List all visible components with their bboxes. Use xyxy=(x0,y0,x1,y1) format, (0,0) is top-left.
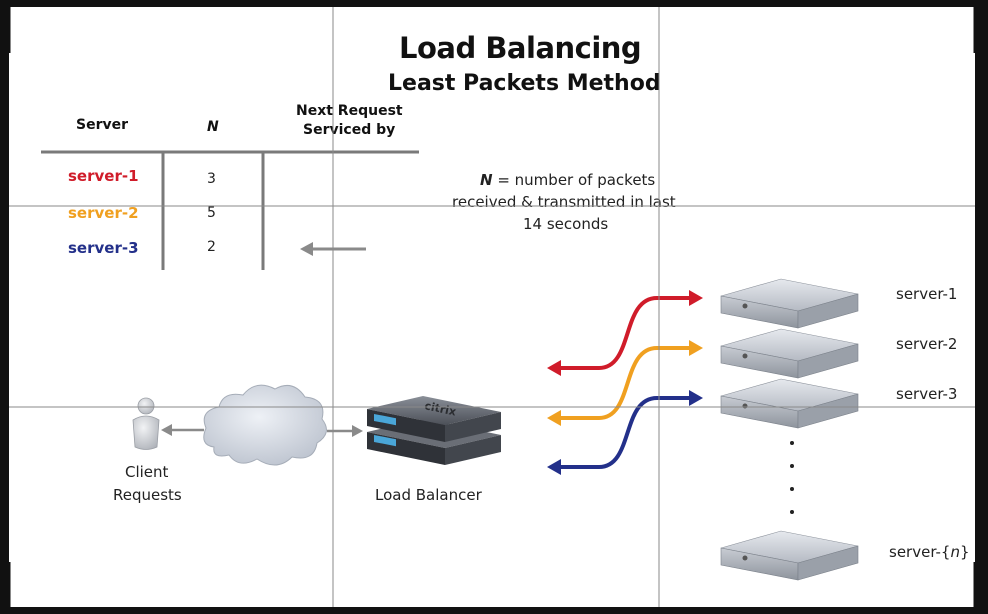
server-n-device xyxy=(720,530,859,581)
internet-cloud-icon xyxy=(203,384,327,466)
client-cloud-arrow xyxy=(161,424,204,436)
server-label-n: server-{n} xyxy=(889,543,970,561)
definition-line-3: 14 seconds xyxy=(523,215,609,233)
server-2-device xyxy=(720,328,859,379)
load-balancer-label: Load Balancer xyxy=(375,486,482,504)
diagram-subtitle: Least Packets Method xyxy=(388,71,661,96)
table-header-next-2: Serviced by xyxy=(303,122,396,138)
table-row-server-3-n: 2 xyxy=(207,239,216,255)
server-ellipsis-dots xyxy=(790,441,794,514)
table-header-server: Server xyxy=(76,117,129,133)
load-balancer-device: citrix xyxy=(367,396,501,465)
server-1-arrow xyxy=(547,290,703,376)
definition-line-1: N = number of packets xyxy=(480,171,655,189)
definition-line-1-text: = number of packets xyxy=(492,171,656,189)
definition-symbol: N xyxy=(480,171,493,189)
server-label-n-var: n xyxy=(950,543,960,561)
table-row-server-3-name: server-3 xyxy=(68,239,139,257)
server-3-device xyxy=(720,378,859,429)
server-3-arrow xyxy=(547,390,703,475)
server-label-3: server-3 xyxy=(896,385,958,403)
crop-guide-lines xyxy=(9,7,975,607)
server-label-1: server-1 xyxy=(896,285,958,303)
client-person-icon xyxy=(132,397,160,450)
server-1-device xyxy=(720,278,859,329)
next-request-arrow xyxy=(300,242,366,256)
citrix-logo: citrix xyxy=(423,399,457,418)
cloud-lb-arrow xyxy=(327,425,363,437)
client-label-2: Requests xyxy=(113,486,182,504)
diagram-title: Load Balancing xyxy=(399,31,642,65)
table-row-server-1-name: server-1 xyxy=(68,167,139,185)
server-label-n-prefix: server-{ xyxy=(889,543,951,561)
table-row-server-2-name: server-2 xyxy=(68,204,139,222)
server-label-2: server-2 xyxy=(896,335,958,353)
server-label-n-suffix: } xyxy=(960,543,970,561)
table-header-next-1: Next Request xyxy=(296,103,403,119)
table-header-n: N xyxy=(207,119,219,135)
diagram-graphics: citrix xyxy=(9,7,975,607)
table-row-server-1-n: 3 xyxy=(207,171,216,187)
client-label-1: Client xyxy=(125,463,169,481)
diagram-canvas: Load Balancing Least Packets Method Serv… xyxy=(9,7,975,607)
server-2-arrow xyxy=(547,340,703,426)
table-row-server-2-n: 5 xyxy=(207,205,216,221)
